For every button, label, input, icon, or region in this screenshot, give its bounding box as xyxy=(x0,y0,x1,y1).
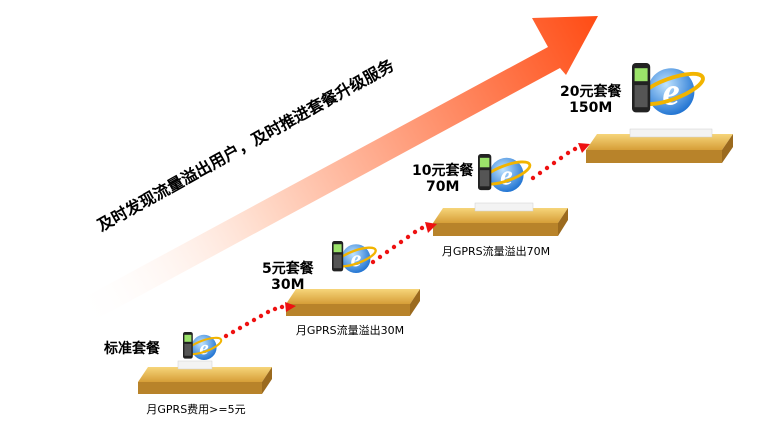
icons-20yuan: e xyxy=(632,63,705,115)
plan-standard-label: 标准套餐 xyxy=(104,341,160,357)
plan-quota: 30M xyxy=(271,277,305,293)
plan-quota: 70M xyxy=(426,179,460,195)
icons-10yuan: e xyxy=(478,154,532,192)
connector-3 xyxy=(530,143,590,181)
plan-20yuan-label: 20元套餐 150M xyxy=(560,84,621,116)
plan-5yuan-label: 5元套餐 30M xyxy=(262,261,314,293)
platform-10yuan xyxy=(433,202,568,236)
plan-standard-note: 月GPRS费用>=5元 xyxy=(146,403,246,416)
plan-10yuan-note: 月GPRS流量溢出70M xyxy=(441,245,551,258)
plan-name: 标准套餐 xyxy=(104,341,160,357)
plan-name: 10元套餐 xyxy=(412,163,474,179)
icons-5yuan: e xyxy=(332,241,377,273)
connector-1 xyxy=(223,302,296,339)
plan-5yuan-note: 月GPRS流量溢出30M xyxy=(295,324,405,337)
platform-5yuan xyxy=(286,289,420,316)
mobile-phone-icon xyxy=(332,241,344,272)
mobile-phone-icon xyxy=(183,332,193,359)
svg-text:e: e xyxy=(199,335,208,359)
svg-text:e: e xyxy=(351,247,362,273)
platform-standard xyxy=(138,360,272,394)
growth-arrow xyxy=(70,16,598,320)
plan-name: 5元套餐 xyxy=(262,261,314,277)
svg-text:e: e xyxy=(500,160,513,191)
dotted-connectors xyxy=(223,143,590,339)
mobile-phone-icon xyxy=(632,63,651,113)
icons-standard: e xyxy=(183,332,223,360)
connector-2 xyxy=(370,222,437,265)
plan-10yuan-label: 10元套餐 70M xyxy=(412,163,473,195)
mobile-phone-icon xyxy=(478,154,492,191)
platform-20yuan xyxy=(586,128,733,163)
plan-name: 20元套餐 xyxy=(560,84,622,100)
plan-quota: 150M xyxy=(569,100,613,116)
